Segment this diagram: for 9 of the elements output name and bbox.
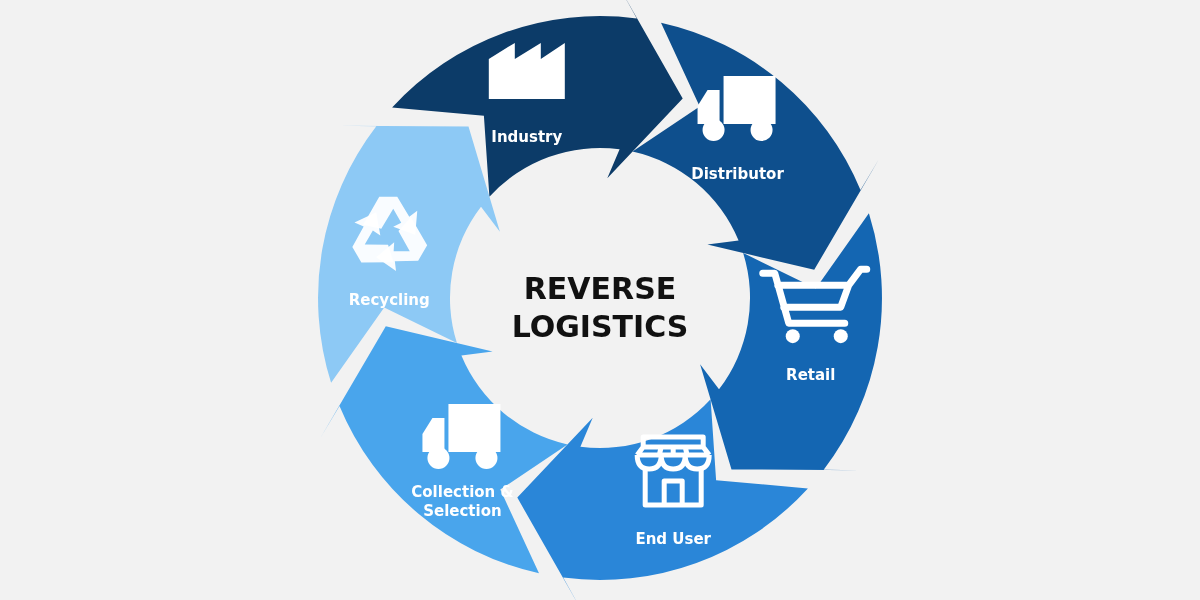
segment-label: Distributor <box>691 164 784 184</box>
segment-label: End User <box>635 529 711 549</box>
arrow-segment <box>700 213 882 471</box>
segment-label: Retail <box>786 365 836 385</box>
segment-label: Recycling <box>348 291 430 311</box>
arrow-segment <box>392 0 683 197</box>
segment-label: Industry <box>491 127 563 147</box>
segment-label: Collection & Selection <box>410 483 515 521</box>
diagram-title: REVERSE LOGISTICS <box>510 270 690 345</box>
